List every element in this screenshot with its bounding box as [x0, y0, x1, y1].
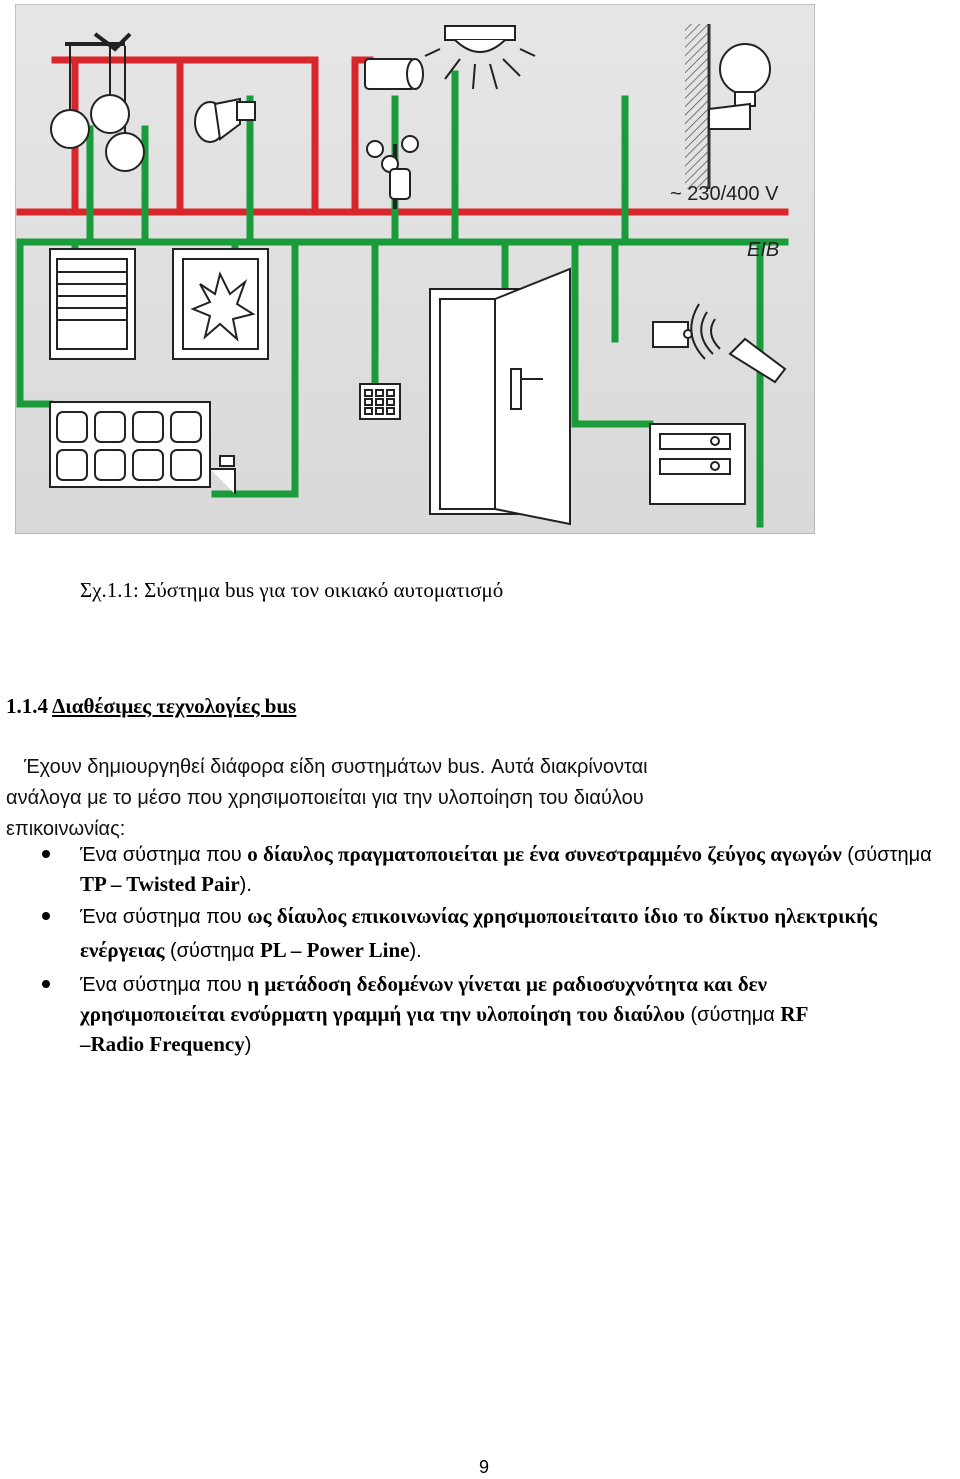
- glass-break-icon: [172, 248, 269, 360]
- intro-line-1: Έχουν δημιουργηθεί διάφορα είδη συστημάτ…: [24, 756, 648, 778]
- bullet-item-tp: Ένα σύστημα που ο δίαυλος πραγματοποιείτ…: [0, 840, 960, 900]
- section-heading: 1.1.4 Διαθέσιμες τεχνολογίες bus: [6, 694, 296, 719]
- page-number: 9: [479, 1457, 490, 1477]
- bullet-dot-icon: [42, 980, 50, 988]
- cylinder-light-icon: [364, 58, 424, 90]
- section-title: Διαθέσιμες τεχνολογίες bus: [52, 694, 297, 718]
- keypad-icon: [359, 383, 401, 420]
- ceiling-light-icon: [424, 25, 536, 90]
- distribution-panel-icon: [649, 423, 746, 505]
- spotlight-icon: [194, 97, 256, 143]
- remote-control-icon: [690, 303, 787, 384]
- figure-caption: Σχ.1.1: Σύστημα bus για τον οικιακό αυτο…: [80, 578, 504, 602]
- door-icon: [429, 267, 571, 526]
- intro-paragraph: Έχουν δημιουργηθεί διάφορα είδη συστημάτ…: [6, 752, 956, 845]
- section-number: 1.1.4: [6, 694, 48, 718]
- wall-icon: [685, 24, 711, 189]
- bullet-item-rf: Ένα σύστημα που η μετάδοση δεδομένων γίν…: [0, 970, 960, 1060]
- window-blinds-icon: [49, 248, 136, 360]
- bullet-list: Ένα σύστημα που ο δίαυλος πραγματοποιείτ…: [0, 840, 960, 1060]
- wall-lamp-icon: [708, 43, 771, 130]
- pendant-lamp-icon: [50, 32, 145, 172]
- intro-line-2: ανάλογα με το μέσο που χρησιμοποιείται γ…: [6, 787, 644, 809]
- bus-system-diagram: ~ 230/400 V EIB: [15, 4, 815, 534]
- bullet-dot-icon: [42, 850, 50, 858]
- receiver-icon: [652, 321, 693, 348]
- voltage-label: ~ 230/400 V: [670, 183, 779, 205]
- bullet-item-pl: Ένα σύστημα που ως δίαυλος επικοινωνίας …: [0, 900, 960, 968]
- bus-lines: [16, 70, 789, 528]
- weather-sensor-icon: [366, 135, 419, 209]
- intro-line-3: επικοινωνίας:: [6, 818, 126, 840]
- radiator-icon: [49, 401, 236, 494]
- bus-label: EIB: [747, 239, 779, 261]
- bullet-dot-icon: [42, 912, 50, 920]
